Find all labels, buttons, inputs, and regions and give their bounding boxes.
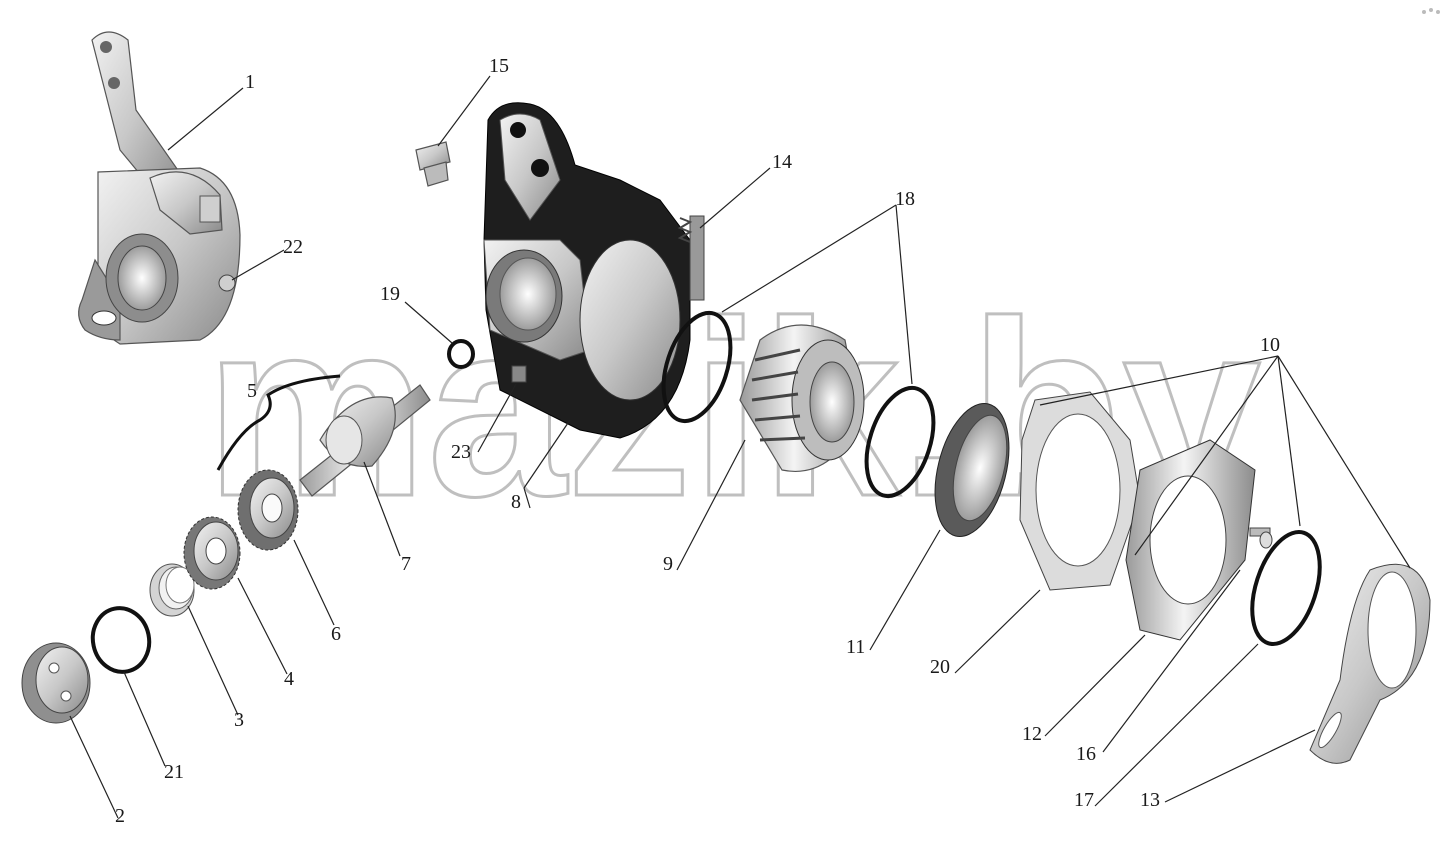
callout-9-label: 9 xyxy=(663,553,673,575)
callout-13: 13 xyxy=(1140,729,1316,811)
part-20-gasket xyxy=(1019,391,1141,591)
part-11-retaining-ring xyxy=(934,403,1010,537)
callout-21: 21 xyxy=(123,671,184,783)
callout-22: 22 xyxy=(231,236,303,281)
callout-10-label: 10 xyxy=(1260,334,1280,356)
part-7-worm-shaft xyxy=(299,384,431,497)
callout-11-label: 11 xyxy=(846,636,865,658)
callout-6-label: 6 xyxy=(331,623,341,645)
callout-19-label: 19 xyxy=(380,283,400,305)
part-1-slack-adjuster-assembly xyxy=(78,31,241,345)
callout-2-label: 2 xyxy=(115,805,125,827)
callout-23-label: 23 xyxy=(451,441,471,463)
callout-18-label: 18 xyxy=(895,188,915,210)
callout-10: 10 xyxy=(1039,334,1411,569)
callout-14: 14 xyxy=(699,151,792,229)
callout-15: 15 xyxy=(437,55,509,147)
part-18-o-ring-left xyxy=(661,310,733,424)
part-17-o-ring xyxy=(1250,530,1322,646)
part-16-bolt xyxy=(1249,527,1273,549)
callout-8-label: 8 xyxy=(511,491,521,513)
callout-5: 5 xyxy=(247,380,257,402)
callout-18: 18 xyxy=(721,188,915,385)
callout-19: 19 xyxy=(380,283,453,344)
part-15-plug xyxy=(415,141,451,187)
callout-16: 16 xyxy=(1076,569,1241,765)
callout-12: 12 xyxy=(1022,634,1146,745)
callout-14-label: 14 xyxy=(772,151,792,173)
corner-dots-icon xyxy=(1422,8,1440,14)
callout-11: 11 xyxy=(846,529,941,658)
part-5-spring-wire xyxy=(216,374,341,471)
callout-2: 2 xyxy=(69,715,125,827)
part-13-adjusting-plate xyxy=(1309,563,1431,764)
part-21-o-ring xyxy=(90,606,152,674)
callout-17-label: 17 xyxy=(1074,789,1094,811)
callout-3-label: 3 xyxy=(234,709,244,731)
callout-16-label: 16 xyxy=(1076,743,1096,765)
part-6-gear xyxy=(237,469,299,551)
part-3-spring xyxy=(149,563,195,617)
part-8-housing xyxy=(483,102,691,439)
callout-8: 8 xyxy=(511,419,571,513)
callout-15-label: 15 xyxy=(489,55,509,77)
callout-1-label: 1 xyxy=(245,71,255,93)
callout-3: 3 xyxy=(187,605,244,731)
callout-6: 6 xyxy=(293,539,341,645)
part-9-splined-bushing xyxy=(739,324,865,472)
callout-20-label: 20 xyxy=(930,656,950,678)
part-2-cap xyxy=(21,642,91,724)
part-19-small-o-ring xyxy=(447,339,475,369)
callout-21-label: 21 xyxy=(164,761,184,783)
callout-12-label: 12 xyxy=(1022,723,1042,745)
callout-7-label: 7 xyxy=(401,553,411,575)
callout-23: 23 xyxy=(451,383,517,463)
callout-20: 20 xyxy=(930,589,1041,678)
callout-17: 17 xyxy=(1074,643,1259,811)
callout-1: 1 xyxy=(167,71,255,151)
callout-5-label: 5 xyxy=(247,380,257,402)
part-18-o-ring-right xyxy=(864,385,936,499)
callout-13-label: 13 xyxy=(1140,789,1160,811)
callout-4: 4 xyxy=(237,577,294,690)
part-14-rack xyxy=(677,215,705,301)
callout-9: 9 xyxy=(663,439,746,575)
callout-4-label: 4 xyxy=(284,668,294,690)
callout-22-label: 22 xyxy=(283,236,303,258)
part-4-worm-gear xyxy=(183,516,241,590)
callout-7: 7 xyxy=(363,461,411,575)
